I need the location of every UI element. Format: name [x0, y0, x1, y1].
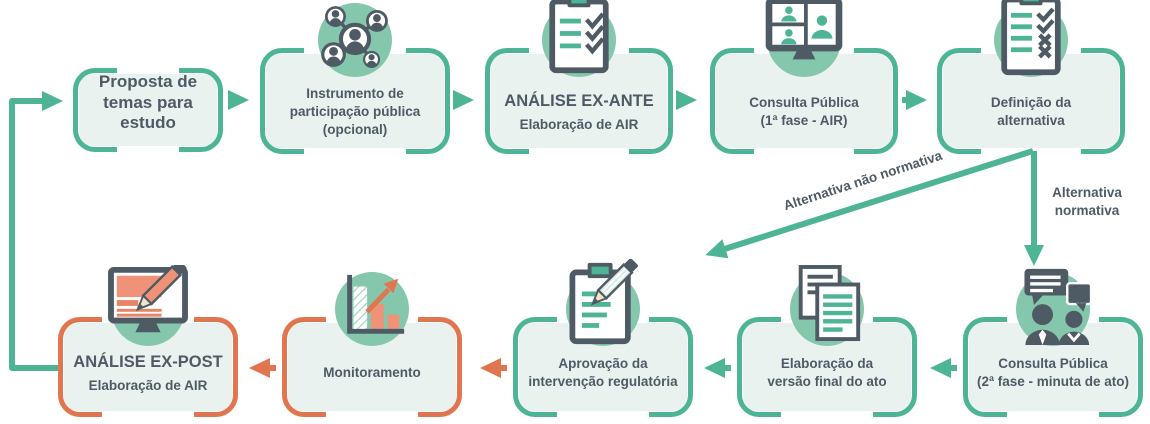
bracket-right [1099, 317, 1143, 417]
bracket-left [963, 317, 1007, 417]
arrow-feedback-expost-to-proposta [9, 91, 63, 371]
bracket-right [629, 48, 673, 154]
bracket-left [513, 317, 557, 417]
box-title: ANÁLISE EX-POST [73, 353, 223, 372]
bracket-right [873, 317, 917, 417]
bracket-left [937, 48, 981, 154]
flow-box-elaboracao: Elaboração da versão final do ato [737, 265, 917, 417]
box-label: Consulta Pública (1ª fase - AIR) [749, 95, 859, 128]
box-label: Elaboração da versão final do ato [767, 356, 887, 389]
box-subtitle: Elaboração de AIR [88, 377, 208, 393]
documents-icon [798, 265, 861, 342]
bracket-right [649, 317, 693, 417]
bracket-left [485, 48, 529, 154]
box-label: Instrumento de participação pública (opc… [289, 86, 421, 137]
flow-box-instrumento: Instrumento de participação pública (opc… [260, 3, 450, 154]
box-label: Definição da alternativa [990, 95, 1072, 128]
bracket-right [1081, 48, 1125, 154]
bracket-left [282, 317, 326, 417]
box-label: Aprovação da intervenção regulatória [528, 356, 678, 389]
box-label: Monitoramento [323, 365, 421, 381]
clipboard-pencil-icon [569, 259, 638, 345]
box-subtitle: Elaboração de AIR [519, 116, 639, 132]
box-label: Consulta Pública (2ª fase - minuta de at… [976, 356, 1130, 389]
bracket-right [194, 317, 238, 417]
box-title-stack: ANÁLISE EX-ANTE Elaboração de AIR [504, 70, 653, 132]
flow-box-monitoramento: Monitoramento [282, 272, 462, 417]
bracket-left [710, 48, 754, 154]
bracket-right [179, 68, 223, 152]
flow-box-consulta-1: Consulta Pública (1ª fase - AIR) [710, 0, 898, 154]
people-chat-icon [1024, 268, 1093, 345]
bar-chart-trend-icon [347, 274, 405, 334]
box-label: Proposta de temas para estudo [98, 71, 198, 133]
bracket-right [406, 48, 450, 154]
video-conference-icon [765, 0, 843, 60]
bracket-right [418, 317, 462, 417]
arrow-non-normative-branch [705, 148, 1034, 259]
bracket-left [260, 48, 304, 154]
clipboard-checklist-icon [549, 0, 609, 74]
monitor-pencil-icon [108, 265, 188, 333]
clipboard-check-x-icon [1001, 0, 1061, 76]
flow-box-proposta: Proposta de temas para estudo [73, 68, 223, 152]
flow-box-ex-ante: ANÁLISE EX-ANTE Elaboração de AIR [485, 0, 673, 154]
bracket-left [58, 317, 102, 417]
bracket-left [73, 68, 117, 152]
people-network-icon [316, 0, 394, 76]
flow-box-definicao: Definição da alternativa [937, 0, 1125, 154]
flow-box-aprovacao: Aprovação da intervenção regulatória [513, 259, 693, 417]
box-title: ANÁLISE EX-ANTE [504, 92, 654, 111]
flow-box-ex-post: ANÁLISE EX-POST Elaboração de AIR [58, 265, 238, 417]
normative-branch-label: Alternativa normativa [1052, 185, 1122, 219]
box-title-stack: ANÁLISE EX-POST Elaboração de AIR [73, 341, 222, 393]
bracket-left [737, 317, 781, 417]
flow-box-consulta-2: Consulta Pública (2ª fase - minuta de at… [963, 268, 1143, 417]
bracket-right [854, 48, 898, 154]
